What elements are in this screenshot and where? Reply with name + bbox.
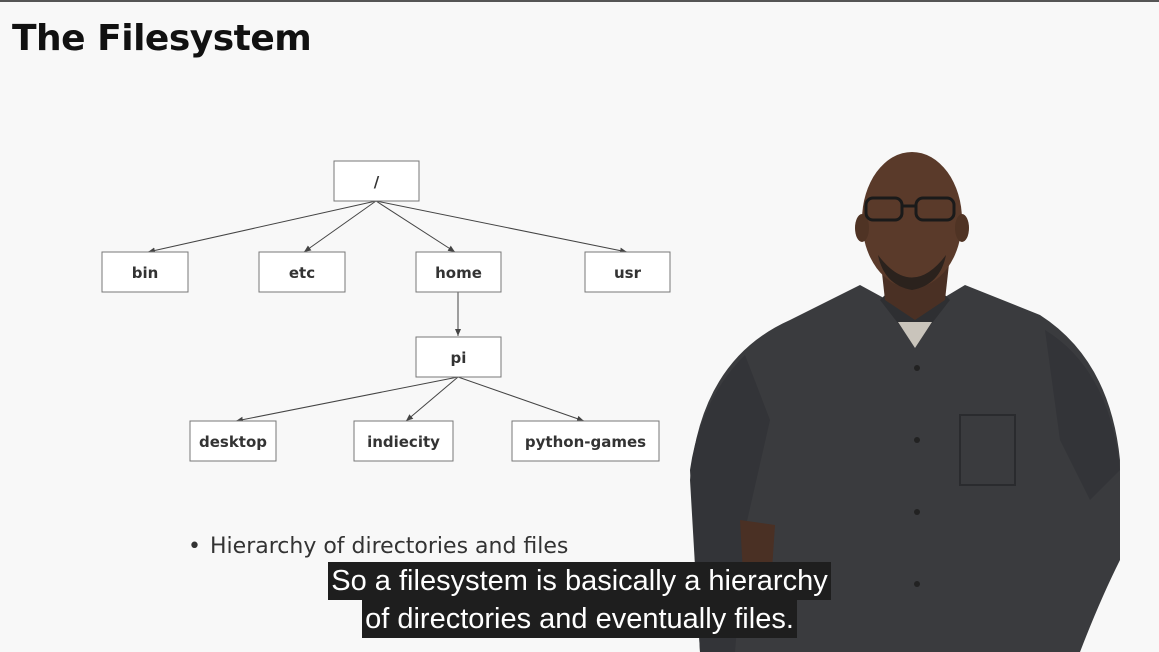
edge-pi-python-games	[457, 376, 585, 422]
node-etc: etc	[258, 251, 346, 293]
node-home: home	[415, 251, 502, 293]
node-desktop-label: desktop	[199, 433, 267, 451]
node-python-games: python-games	[511, 420, 660, 462]
node-python-games-label: python-games	[525, 433, 646, 451]
edge-pi-indiecity	[405, 376, 459, 422]
node-etc-label: etc	[289, 264, 315, 282]
bullet-item: • Hierarchy of directories and files	[188, 534, 568, 559]
edge-root-etc	[303, 200, 377, 253]
node-root-label: /	[374, 173, 380, 191]
node-root: /	[333, 160, 420, 202]
top-border	[0, 0, 1159, 2]
subtitle-captions: So a filesystem is basically a hierarchy…	[0, 562, 1159, 638]
node-bin: bin	[101, 251, 189, 293]
bullet-dot: •	[188, 534, 201, 559]
caption-line-1: So a filesystem is basically a hierarchy	[328, 562, 831, 600]
node-pi: pi	[415, 336, 502, 378]
node-bin-label: bin	[132, 264, 159, 282]
edge-root-usr	[375, 200, 628, 254]
edge-root-home	[375, 200, 456, 253]
edge-root-bin	[147, 200, 377, 254]
caption-line-2: of directories and eventually files.	[362, 600, 797, 638]
node-usr: usr	[584, 251, 671, 293]
node-desktop: desktop	[189, 420, 277, 462]
node-pi-label: pi	[451, 349, 467, 367]
slide-title: The Filesystem	[12, 18, 312, 59]
node-indiecity: indiecity	[353, 420, 454, 462]
node-usr-label: usr	[614, 264, 642, 282]
bullet-text: Hierarchy of directories and files	[210, 534, 569, 559]
node-indiecity-label: indiecity	[367, 433, 440, 451]
node-home-label: home	[435, 264, 482, 282]
edge-pi-desktop	[235, 376, 459, 423]
